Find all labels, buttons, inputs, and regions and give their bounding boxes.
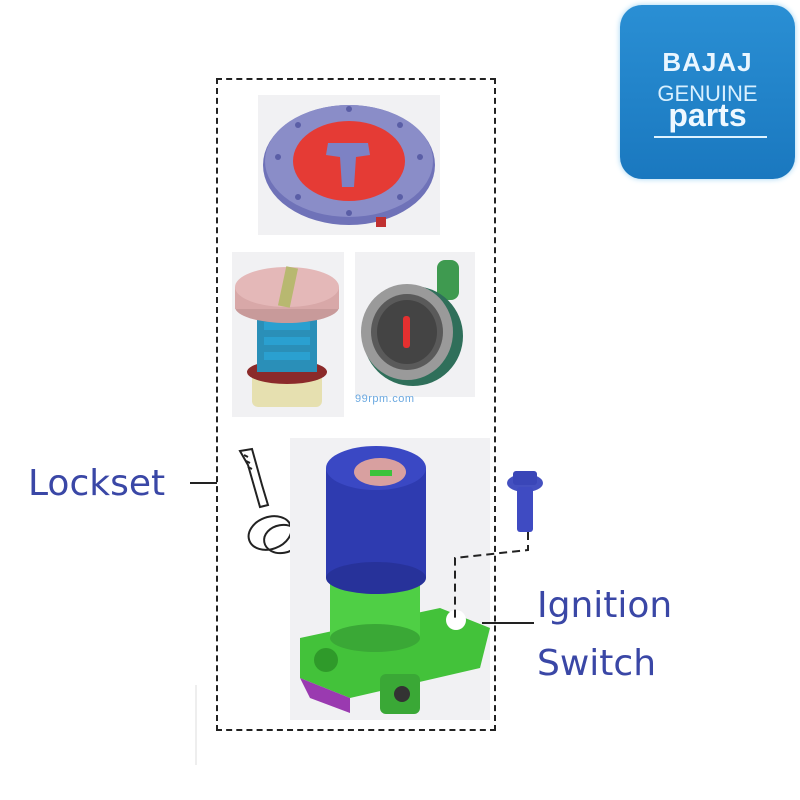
seat-lock-image — [232, 252, 344, 417]
side-lock-icon — [361, 260, 463, 386]
bolt-icon — [507, 471, 543, 532]
lockset-group-box — [216, 78, 496, 731]
fuel-cap-image — [258, 95, 440, 235]
fuel-cap-icon — [263, 105, 435, 227]
bolt-image — [505, 465, 550, 537]
bolt-leader-line — [454, 532, 529, 618]
brand-tagline-genuine: GENUINE — [657, 81, 758, 106]
ignition-label-line2: Switch — [537, 643, 657, 684]
seat-lock-icon — [235, 266, 339, 407]
ignition-switch-image — [290, 438, 490, 720]
keys-image — [234, 445, 304, 560]
bajaj-genuine-parts-logo: BAJAJ GENUINE parts — [620, 5, 795, 179]
lockset-leader-line — [190, 482, 217, 484]
brand-tagline-parts: parts — [668, 97, 747, 133]
lockset-label: Lockset — [28, 463, 166, 504]
ignition-leader-line — [482, 622, 534, 624]
brand-name: BAJAJ — [662, 47, 753, 77]
watermark: 99rpm.com — [355, 393, 415, 405]
brand-underline — [654, 136, 767, 138]
ignition-label-line1: Ignition — [537, 585, 673, 626]
side-lock-image — [355, 252, 475, 397]
artifact-line — [195, 685, 197, 765]
key-icon — [238, 447, 301, 555]
ignition-switch-icon — [300, 446, 490, 714]
